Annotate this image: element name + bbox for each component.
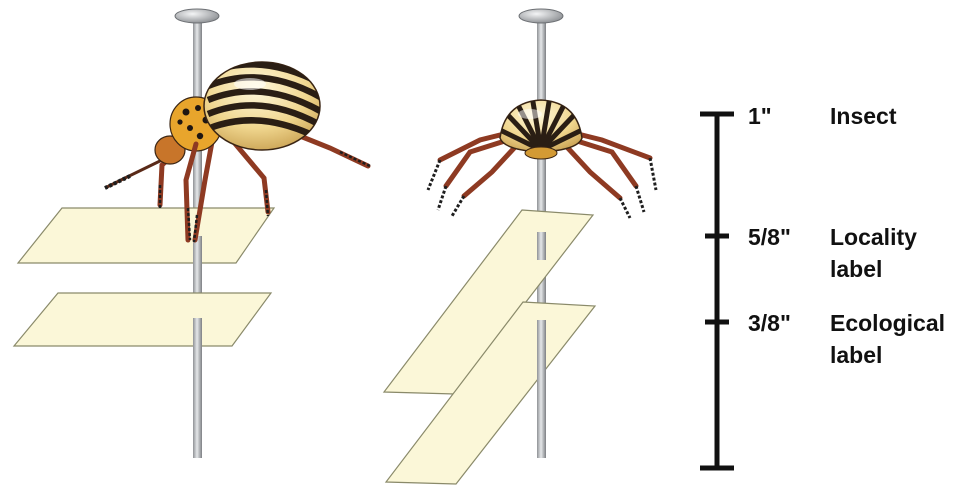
locality-label-card: [18, 208, 274, 263]
scale-mark-locality-height: 5/8": [748, 224, 791, 250]
pin-head: [519, 9, 563, 23]
scale-mark-ecological-height: 3/8": [748, 310, 791, 336]
scale-mark-insect-label: Insect: [830, 103, 897, 129]
pinned-specimen-side-view: [14, 9, 370, 458]
ecological-label-card: [14, 293, 271, 346]
scale-mark-ecological-label-line1: Ecological: [830, 310, 945, 336]
pin-head: [175, 9, 219, 23]
scale-mark-ecological-label-line2: label: [830, 342, 882, 368]
scale-mark-locality-label-line2: label: [830, 256, 882, 282]
scale-mark-locality-label-line1: Locality: [830, 224, 917, 250]
height-scale: 1" Insect 5/8" Locality label 3/8" Ecolo…: [700, 103, 945, 468]
pinned-specimen-front-view: [384, 9, 656, 484]
scale-mark-insect-height: 1": [748, 103, 772, 129]
